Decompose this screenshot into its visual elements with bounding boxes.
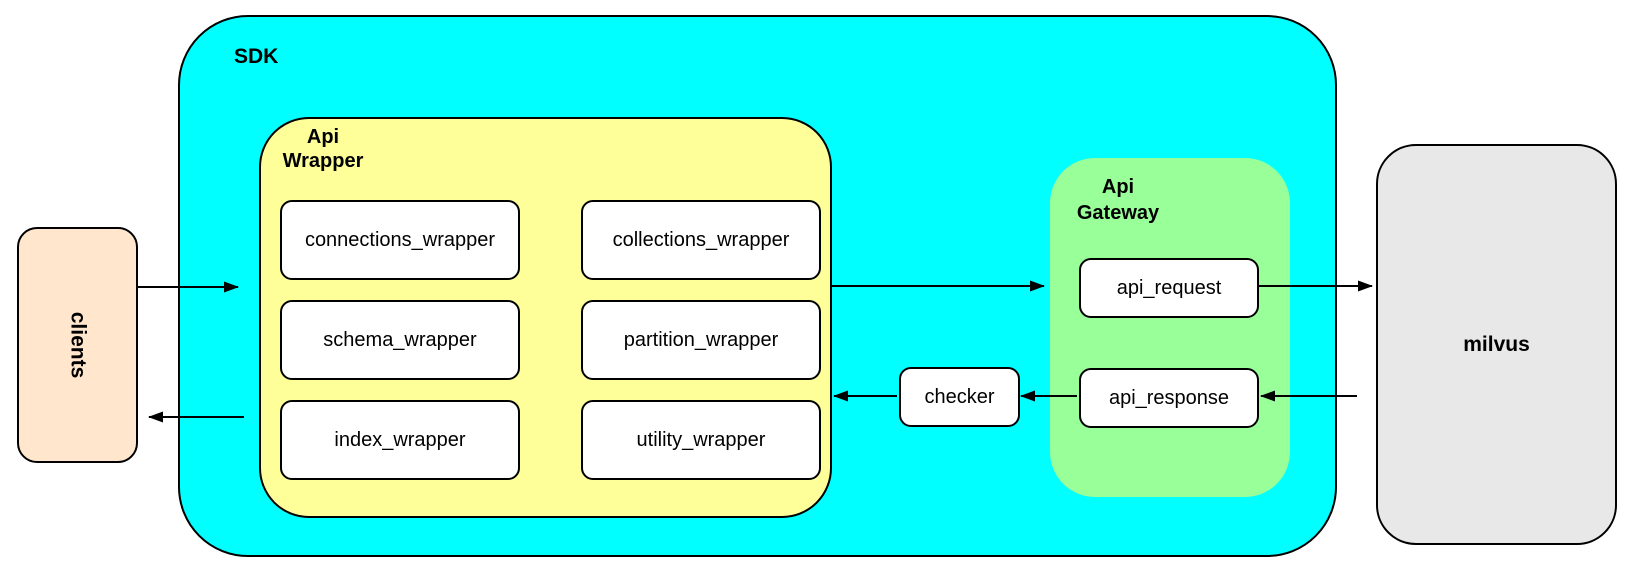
node-index-wrapper: index_wrapper	[280, 400, 520, 480]
node-connections-wrapper: connections_wrapper	[280, 200, 520, 280]
clients-node: clients	[17, 227, 138, 463]
clients-label: clients	[66, 311, 90, 379]
node-checker: checker	[899, 367, 1020, 427]
milvus-label: milvus	[1463, 332, 1530, 356]
api-gateway-label: Api Gateway	[1076, 176, 1160, 224]
api-gateway-container: Api Gateway api_request api_response	[1050, 158, 1290, 497]
node-api-request: api_request	[1079, 258, 1259, 318]
api-wrapper-container: Api Wrapper connections_wrapper collecti…	[259, 117, 832, 518]
sdk-label: SDK	[234, 45, 279, 68]
milvus-node: milvus	[1376, 144, 1617, 545]
api-wrapper-label: Api Wrapper	[282, 126, 364, 172]
node-collections-wrapper: collections_wrapper	[581, 200, 821, 280]
node-schema-wrapper: schema_wrapper	[280, 300, 520, 380]
node-utility-wrapper: utility_wrapper	[581, 400, 821, 480]
node-api-response: api_response	[1079, 368, 1259, 428]
node-partition-wrapper: partition_wrapper	[581, 300, 821, 380]
sdk-container: SDK Api Wrapper connections_wrapper coll…	[178, 15, 1337, 557]
